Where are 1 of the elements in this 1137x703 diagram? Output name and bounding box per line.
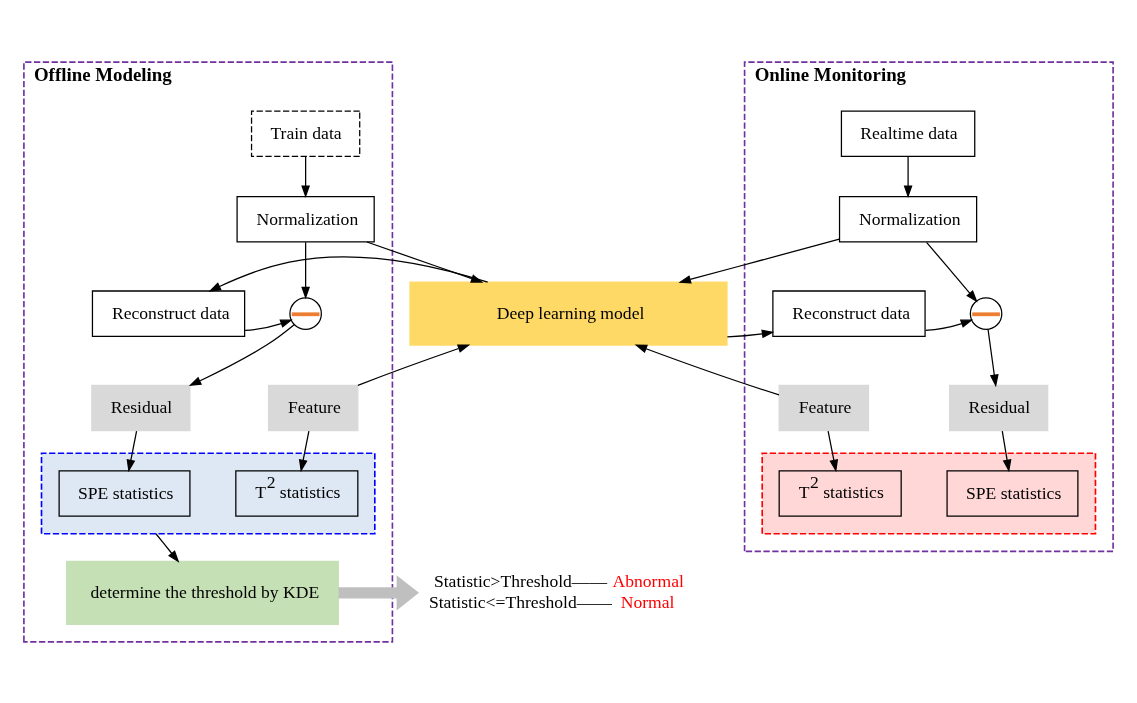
node-text: Statistic>Threshold—— Abnormal Statistic<=Threshold—— Normal [428,570,684,612]
